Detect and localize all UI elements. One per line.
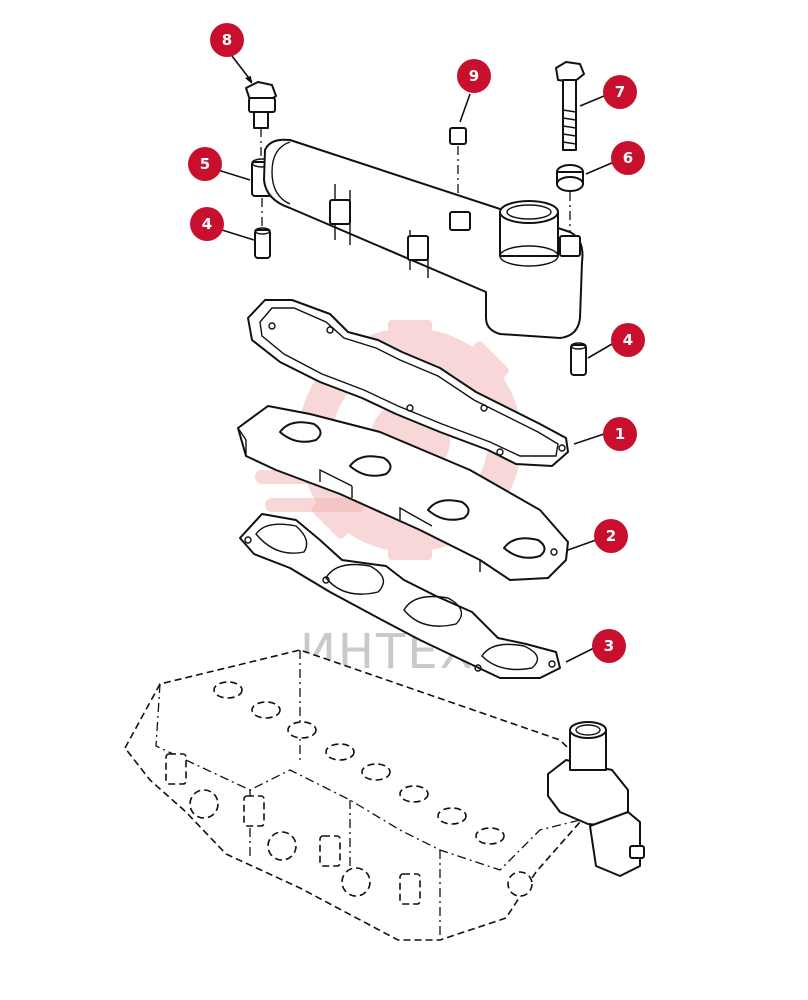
leader-lines: [217, 55, 615, 663]
callout-5: 5: [188, 147, 222, 181]
callout-label: 2: [606, 527, 616, 545]
callout-2: 2: [594, 519, 628, 553]
gasket-part-3: [239, 513, 561, 679]
gasket-part-1: [247, 299, 569, 467]
thermostat-housing: [547, 721, 645, 877]
callout-label: 4: [202, 215, 212, 233]
manifold-body: [263, 138, 584, 339]
long-bolt-part-7: [555, 61, 585, 151]
callout-label: 6: [623, 149, 633, 167]
pin-part-4-left: [254, 227, 271, 259]
callout-3: 3: [592, 629, 626, 663]
callout-label: 9: [469, 67, 479, 85]
callout-6: 6: [611, 141, 645, 175]
callout-label: 1: [615, 425, 625, 443]
callout-1: 1: [603, 417, 637, 451]
nut-part-9: [449, 127, 467, 212]
callout-label: 8: [222, 31, 232, 49]
flange-plate-part-2: [237, 405, 569, 581]
callout-label: 7: [615, 83, 625, 101]
bolt-part-8: [245, 81, 277, 160]
washer-part-6: [556, 164, 584, 232]
callout-label: 5: [200, 155, 210, 173]
cylinder-head: [124, 649, 581, 941]
callout-4-right: 4: [611, 323, 645, 357]
callout-9: 9: [457, 59, 491, 93]
callout-label: 3: [604, 637, 614, 655]
callout-4-left: 4: [190, 207, 224, 241]
callout-7: 7: [603, 75, 637, 109]
pin-part-4-right: [570, 342, 587, 376]
callout-label: 4: [623, 331, 633, 349]
callout-8: 8: [210, 23, 244, 57]
